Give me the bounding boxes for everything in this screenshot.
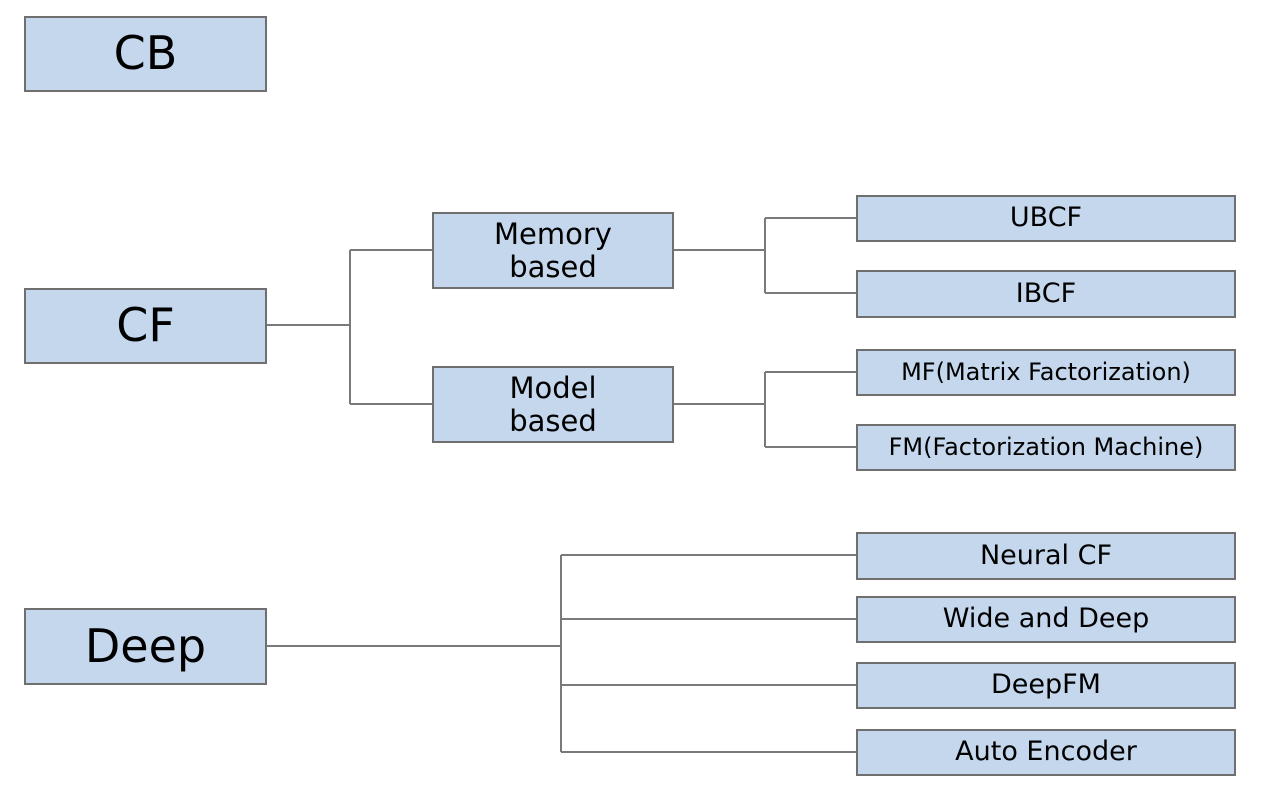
cb-label: CB	[113, 26, 178, 81]
ibcf-node: IBCF	[856, 270, 1236, 318]
model-based-label: Model based	[509, 371, 597, 438]
connector-memory-based-branches	[674, 217, 856, 294]
memory-based-label: Memory based	[494, 217, 612, 284]
deepfm-label: DeepFM	[991, 669, 1101, 701]
auto-encoder-node: Auto Encoder	[856, 729, 1236, 776]
fm-label: FM(Factorization Machine)	[888, 433, 1204, 462]
cf-node: CF	[24, 288, 267, 364]
neural-cf-node: Neural CF	[856, 532, 1236, 580]
model-based-node: Model based	[432, 366, 674, 443]
auto-encoder-label: Auto Encoder	[955, 736, 1137, 768]
neural-cf-label: Neural CF	[979, 539, 1113, 571]
connector-deep-branches	[267, 554, 856, 753]
wide-and-deep-label: Wide and Deep	[942, 603, 1150, 635]
ubcf-node: UBCF	[856, 195, 1236, 242]
fm-node: FM(Factorization Machine)	[856, 424, 1236, 471]
cf-label: CF	[116, 298, 175, 353]
connector-model-based-branches	[674, 371, 856, 448]
memory-based-node: Memory based	[432, 212, 674, 289]
connector-cf-branches	[267, 249, 432, 405]
deep-label: Deep	[84, 618, 207, 673]
ibcf-label: IBCF	[1015, 277, 1077, 309]
ubcf-label: UBCF	[1009, 202, 1083, 234]
wide-and-deep-node: Wide and Deep	[856, 596, 1236, 643]
deep-node: Deep	[24, 608, 267, 685]
cb-node: CB	[24, 16, 267, 92]
mf-node: MF(Matrix Factorization)	[856, 349, 1236, 396]
deepfm-node: DeepFM	[856, 662, 1236, 709]
mf-label: MF(Matrix Factorization)	[901, 358, 1191, 387]
